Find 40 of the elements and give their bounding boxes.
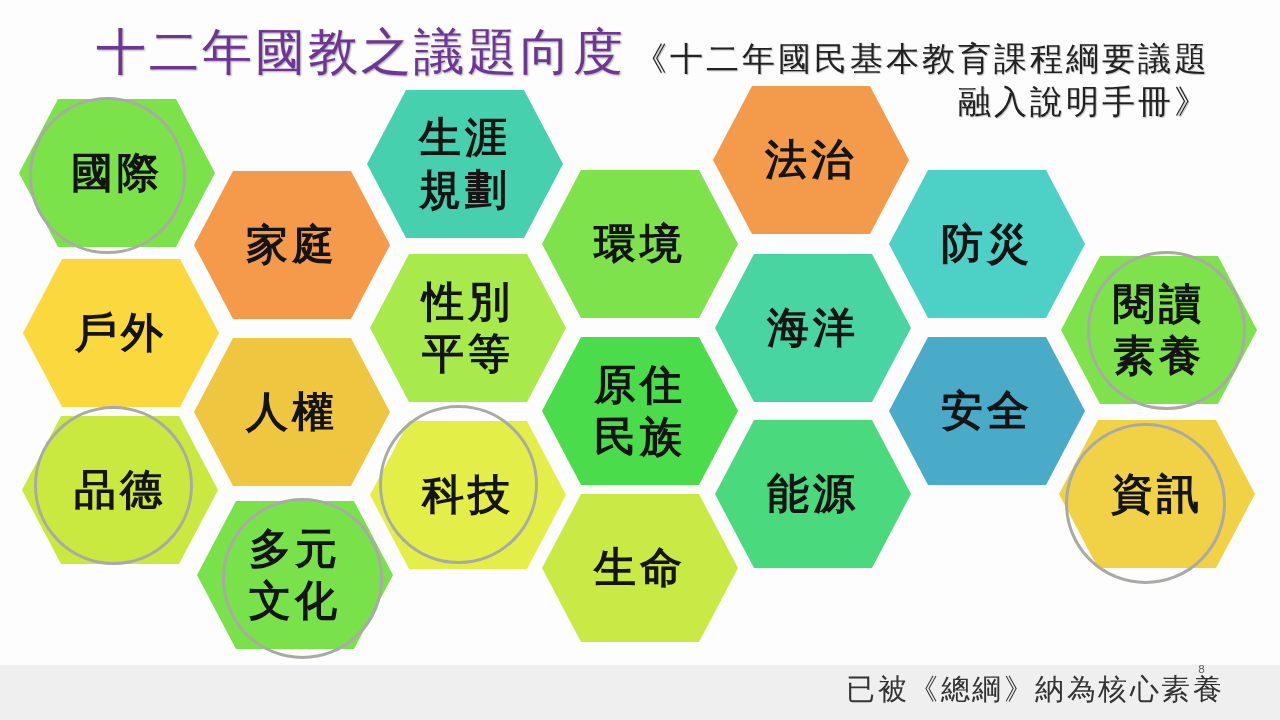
topic-label: 科技 [422, 469, 514, 521]
topic-label: 環境 [594, 218, 686, 270]
topic-label: 戶外 [75, 307, 167, 359]
slide-title: 十二年國教之議題向度 [96, 22, 626, 83]
topic-hexagon [19, 99, 215, 247]
topic-hexagon [194, 171, 390, 319]
topic-label: 人權 [246, 386, 338, 438]
topic-label: 安全 [941, 385, 1033, 437]
topic-hexagon [889, 170, 1085, 318]
topic-label: 國際 [71, 147, 163, 199]
topic-hexagon [715, 254, 911, 402]
topic-hexagon [194, 338, 390, 486]
topic-hexagon [713, 86, 909, 234]
topic-hexagon [22, 416, 218, 564]
topic-label: 品德 [74, 464, 166, 516]
topic-hexagon [889, 337, 1085, 485]
topic-hexagon [542, 337, 738, 485]
topic-label: 原住民族 [593, 359, 687, 463]
topic-label: 法治 [765, 134, 857, 186]
topic-hexagon [1059, 420, 1255, 568]
topic-label: 能源 [767, 468, 859, 520]
topic-hexagon [542, 494, 738, 642]
topic-hexagon [1061, 256, 1257, 404]
topic-label: 生涯規劃 [417, 112, 512, 216]
topic-hexagon [197, 501, 393, 649]
topic-hexagon [23, 259, 219, 407]
topic-label: 多元文化 [248, 523, 342, 627]
topic-label: 資訊 [1111, 468, 1203, 520]
topic-label: 防災 [941, 218, 1033, 270]
topic-label: 生命 [594, 542, 686, 594]
topic-hexagon [367, 90, 563, 238]
topic-label: 性別平等 [420, 276, 515, 380]
topic-label: 閱讀素養 [1112, 278, 1206, 382]
topic-hexagon [370, 254, 566, 402]
topic-label: 家庭 [246, 219, 338, 271]
topic-hexagon [542, 170, 738, 318]
subtitle-text: 《十二年國民基本教育課程綱要議題融入說明手冊》 [633, 38, 1210, 123]
topic-label: 海洋 [767, 302, 859, 354]
topic-hexagon [715, 420, 911, 568]
topic-hexagon [370, 421, 566, 569]
